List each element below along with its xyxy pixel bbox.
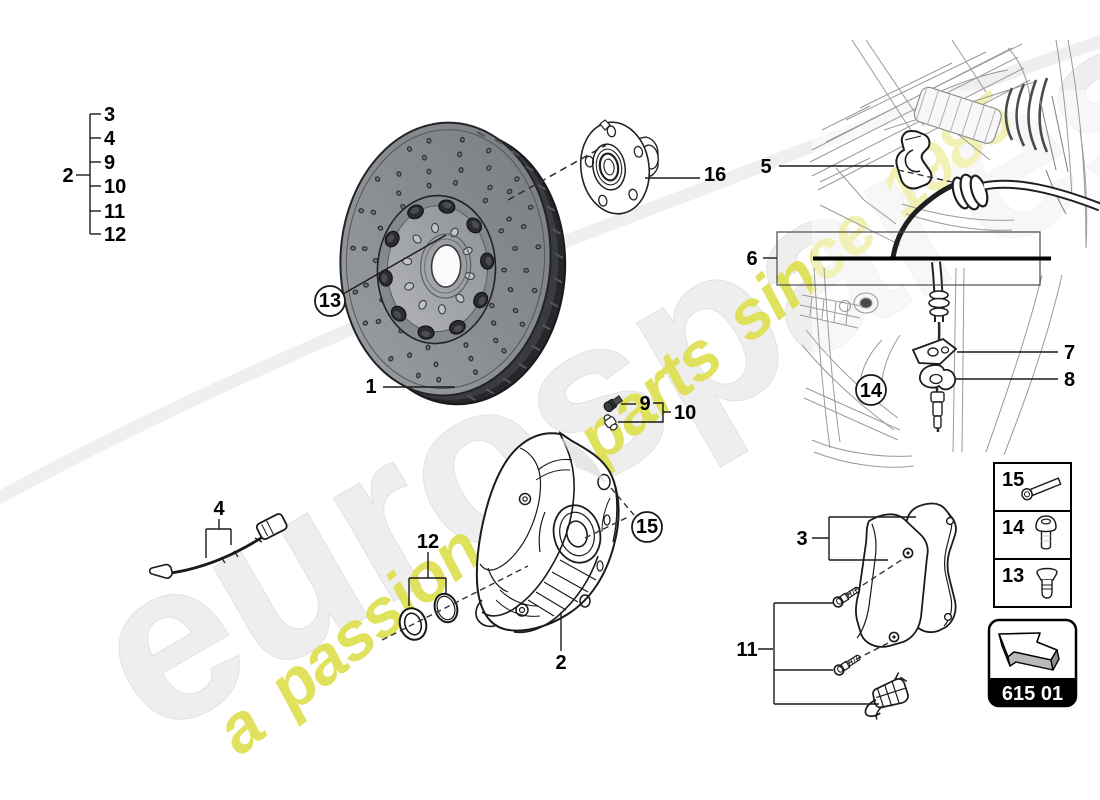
svg-text:15: 15: [1002, 469, 1024, 491]
svg-text:15: 15: [636, 516, 658, 538]
svg-text:13: 13: [1002, 565, 1024, 587]
svg-text:10: 10: [104, 176, 126, 198]
svg-text:7: 7: [1064, 342, 1075, 364]
svg-text:11: 11: [736, 639, 757, 661]
svg-text:14: 14: [860, 380, 883, 402]
svg-text:2: 2: [62, 165, 73, 187]
svg-text:5: 5: [760, 156, 771, 178]
svg-text:1: 1: [365, 376, 376, 398]
svg-text:615 01: 615 01: [1002, 683, 1063, 705]
svg-text:11: 11: [104, 201, 125, 223]
svg-text:3: 3: [796, 528, 807, 550]
svg-text:12: 12: [104, 224, 126, 246]
svg-text:3: 3: [104, 104, 115, 126]
svg-text:4: 4: [104, 128, 116, 150]
svg-text:14: 14: [1002, 517, 1025, 539]
svg-text:8: 8: [1064, 369, 1075, 391]
svg-text:13: 13: [319, 290, 341, 312]
svg-text:4: 4: [213, 498, 225, 520]
svg-text:10: 10: [674, 402, 696, 424]
svg-text:2: 2: [555, 652, 566, 674]
svg-text:9: 9: [104, 152, 115, 174]
svg-text:9: 9: [639, 393, 650, 415]
svg-text:6: 6: [746, 248, 757, 270]
svg-text:16: 16: [704, 164, 726, 186]
svg-text:12: 12: [417, 531, 439, 553]
